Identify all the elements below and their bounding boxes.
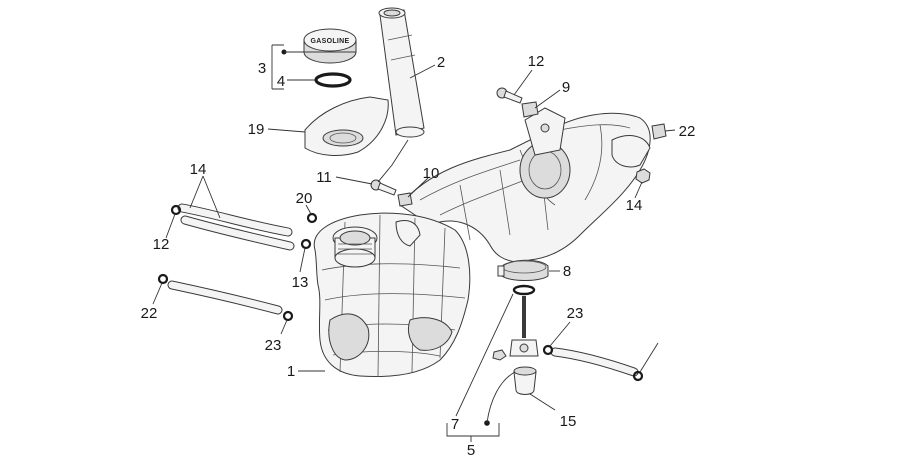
callout-19: 20 [296, 190, 313, 207]
nut-13 [635, 168, 651, 184]
callout-14-lower: 15 [560, 413, 577, 430]
hose-lower-right [550, 347, 639, 377]
tank-frame-bracket [399, 107, 651, 263]
hose-clamps [157, 204, 644, 382]
bolt-10 [370, 179, 397, 196]
clip-20 [651, 123, 667, 140]
callout-10: 11 [316, 169, 332, 186]
tank-filler-neck [332, 226, 378, 268]
clip-9-upper [521, 101, 539, 118]
cap-o-ring [314, 72, 352, 88]
callout-labels: 3 4 2 19 12 9 22 14 11 10 14 20 12 13 8 … [141, 53, 696, 457]
callout-15: 19 [248, 121, 265, 138]
callout-1: 1 [287, 363, 295, 380]
hose-lower-left [167, 280, 283, 315]
callout-11: 12 [528, 53, 545, 70]
callout-20: 22 [679, 123, 696, 140]
leader-lines [152, 44, 676, 442]
callout-23-mid: 23 [567, 305, 584, 322]
callout-22-lower: 23 [265, 337, 282, 354]
callout-2: 2 [437, 54, 445, 71]
callout-22-left: 22 [141, 305, 158, 322]
callout-5: 5 [467, 442, 475, 457]
callout-13: 14 [626, 197, 643, 214]
callout-3: 3 [258, 60, 266, 77]
callout-14-upper: 14 [190, 161, 207, 178]
callout-7: 7 [451, 416, 459, 433]
fuel-cap: GASOLINE [303, 28, 357, 64]
fuel-filter-cup [513, 366, 537, 395]
cap-lettering: GASOLINE [311, 38, 350, 45]
bolt-11 [496, 87, 523, 104]
fuel-cock [492, 296, 539, 361]
callout-4: 4 [277, 73, 285, 90]
callout-12-lower: 13 [292, 274, 309, 291]
callout-12-left: 12 [153, 236, 170, 253]
hose-upper-left [177, 203, 295, 251]
drain-tray [304, 96, 389, 156]
filler-tube [378, 7, 425, 138]
clamp-band [497, 259, 549, 281]
callout-8: 8 [563, 263, 571, 280]
callout-9-upper: 9 [562, 79, 570, 96]
callout-9-lower: 10 [423, 165, 440, 182]
fuel-cock-o-ring [512, 284, 536, 296]
